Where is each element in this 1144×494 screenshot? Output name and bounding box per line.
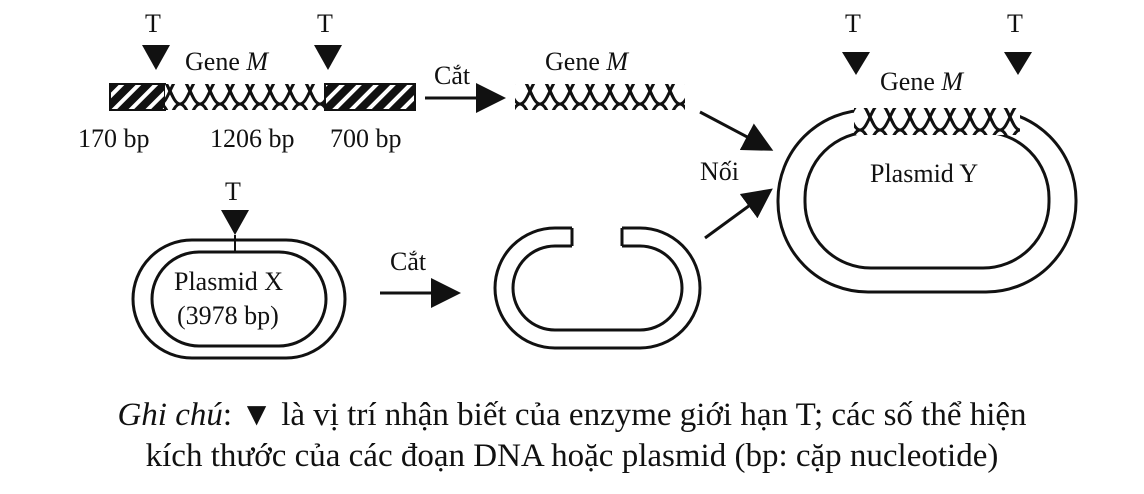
segment-label: 700 bp: [330, 124, 402, 153]
ligate-label: Nối: [700, 157, 739, 186]
site-label: T: [225, 177, 241, 206]
flank-170: [109, 83, 166, 111]
restriction-site-icon: [842, 52, 870, 75]
plasmid-x: T Plasmid X (3978 bp): [131, 177, 347, 360]
plasmid-x-size: (3978 bp): [177, 301, 279, 330]
gene-label: Gene M: [545, 47, 629, 76]
gene-m-helix: [165, 84, 325, 110]
plasmid-y-name: Plasmid Y: [870, 159, 978, 188]
segment-label: 170 bp: [78, 124, 150, 153]
gene-label: Gene M: [880, 67, 964, 96]
gene-m-insert: [854, 108, 1020, 135]
opened-plasmid: [493, 226, 702, 350]
restriction-site-icon: [314, 45, 342, 70]
caption-line-1: Ghi chú: ▼ là vị trí nhận biết của enzym…: [117, 397, 1026, 433]
gene-m-fragment: [515, 84, 685, 110]
gene-construct: T T Gene M 170 bp 1206 bp 700 bp: [78, 9, 416, 153]
restriction-site-icon: [142, 45, 170, 70]
cut-label: Cắt: [390, 247, 427, 276]
site-label: T: [845, 9, 861, 38]
caption-line-2: kích thước của các đoạn DNA hoặc plasmid…: [146, 438, 999, 474]
segment-label: 1206 bp: [210, 124, 295, 153]
plasmid-y: T T Gene M Plasmid Y: [776, 9, 1078, 294]
restriction-site-icon: [221, 210, 249, 235]
arrow-icon: [704, 188, 773, 240]
gene-label: Gene M: [185, 47, 269, 76]
site-label: T: [1007, 9, 1023, 38]
site-label: T: [317, 9, 333, 38]
flank-700: [324, 83, 416, 111]
plasmid-x-name: Plasmid X: [174, 267, 283, 296]
arrow-icon: [699, 110, 774, 151]
restriction-site-icon: [1004, 52, 1032, 75]
cut-label: Cắt: [434, 61, 471, 90]
site-label: T: [145, 9, 161, 38]
